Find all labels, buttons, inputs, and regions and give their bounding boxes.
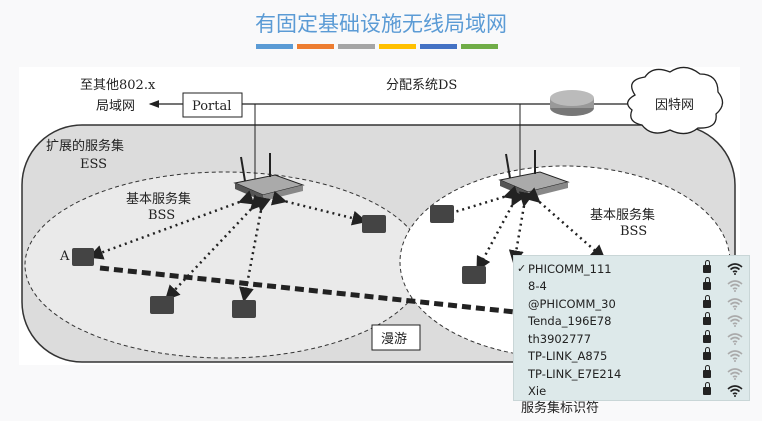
lock-icon <box>703 382 711 396</box>
laptop-icons <box>72 205 486 318</box>
wifi-ssid: Tenda_196E78 <box>528 314 612 329</box>
lock-icon <box>703 294 711 308</box>
wifi-signal-icon <box>727 280 743 293</box>
diagram-label: BSS <box>148 208 175 223</box>
lock-icon <box>703 347 711 361</box>
wifi-network-item[interactable]: Xie <box>514 382 749 401</box>
slide-title: 有固定基础设施无线局域网 <box>255 12 507 36</box>
lock-icon <box>703 329 711 343</box>
wifi-network-list: ✓ PHICOMM_111 8-4 @PHICOMM_30 Tenda_196E… <box>513 255 750 401</box>
diagram-label: 基本服务集 <box>590 207 655 223</box>
wifi-network-item[interactable]: @PHICOMM_30 <box>514 294 749 313</box>
wifi-network-item[interactable]: ✓ PHICOMM_111 <box>514 259 749 278</box>
checkmark-icon: ✓ <box>517 262 527 276</box>
wifi-signal-icon <box>727 350 743 363</box>
wifi-ssid: 8-4 <box>528 279 547 294</box>
diagram-label: A <box>59 249 70 264</box>
lock-icon <box>703 259 711 273</box>
ssid-caption: 服务集标识符 <box>521 401 600 416</box>
wifi-ssid: @PHICOMM_30 <box>528 296 616 311</box>
lock-icon <box>703 277 711 291</box>
diagram-label: ESS <box>80 157 107 172</box>
accent-bar <box>297 44 334 49</box>
accent-bar <box>420 44 457 49</box>
portal-box <box>182 92 243 118</box>
lock-icon <box>703 312 711 326</box>
accent-bars <box>256 44 498 49</box>
diagram-label: BSS <box>620 224 647 239</box>
wifi-signal-icon <box>727 262 743 275</box>
wifi-signal-icon <box>727 297 743 310</box>
accent-bar <box>379 44 416 49</box>
wifi-ssid: TP-LINK_E7E214 <box>528 366 622 381</box>
internet-cloud-icon <box>627 66 724 135</box>
wifi-network-item[interactable]: TP-LINK_E7E214 <box>514 364 749 383</box>
wifi-signal-icon <box>727 367 743 380</box>
wifi-ssid: TP-LINK_A875 <box>528 349 608 364</box>
lock-icon <box>703 364 711 378</box>
wifi-ssid: th3902777 <box>528 331 592 346</box>
wifi-ssid: Xie <box>528 384 547 399</box>
wifi-network-item[interactable]: Tenda_196E78 <box>514 312 749 331</box>
wifi-network-item[interactable]: 8-4 <box>514 277 749 296</box>
wifi-signal-icon <box>727 332 743 345</box>
wifi-network-item[interactable]: TP-LINK_A875 <box>514 347 749 366</box>
wifi-signal-icon <box>727 385 743 398</box>
wifi-network-item[interactable]: th3902777 <box>514 329 749 348</box>
diagram-label: 因特网 <box>655 98 694 113</box>
accent-bar <box>338 44 375 49</box>
diagram-label: 至其他802.x <box>80 78 156 93</box>
diagram-label: 扩展的服务集 <box>46 138 124 154</box>
accent-bar <box>461 44 498 49</box>
wifi-signal-icon <box>727 315 743 328</box>
diagram-label: 基本服务集 <box>126 191 191 207</box>
router-icon <box>550 90 594 116</box>
diagram-label: 漫游 <box>381 332 407 347</box>
diagram-label: 分配系统DS <box>386 78 457 93</box>
diagram-label: 局域网 <box>96 99 135 114</box>
accent-bar <box>256 44 293 49</box>
wifi-ssid: PHICOMM_111 <box>528 261 612 276</box>
diagram-label: Portal <box>192 99 231 114</box>
